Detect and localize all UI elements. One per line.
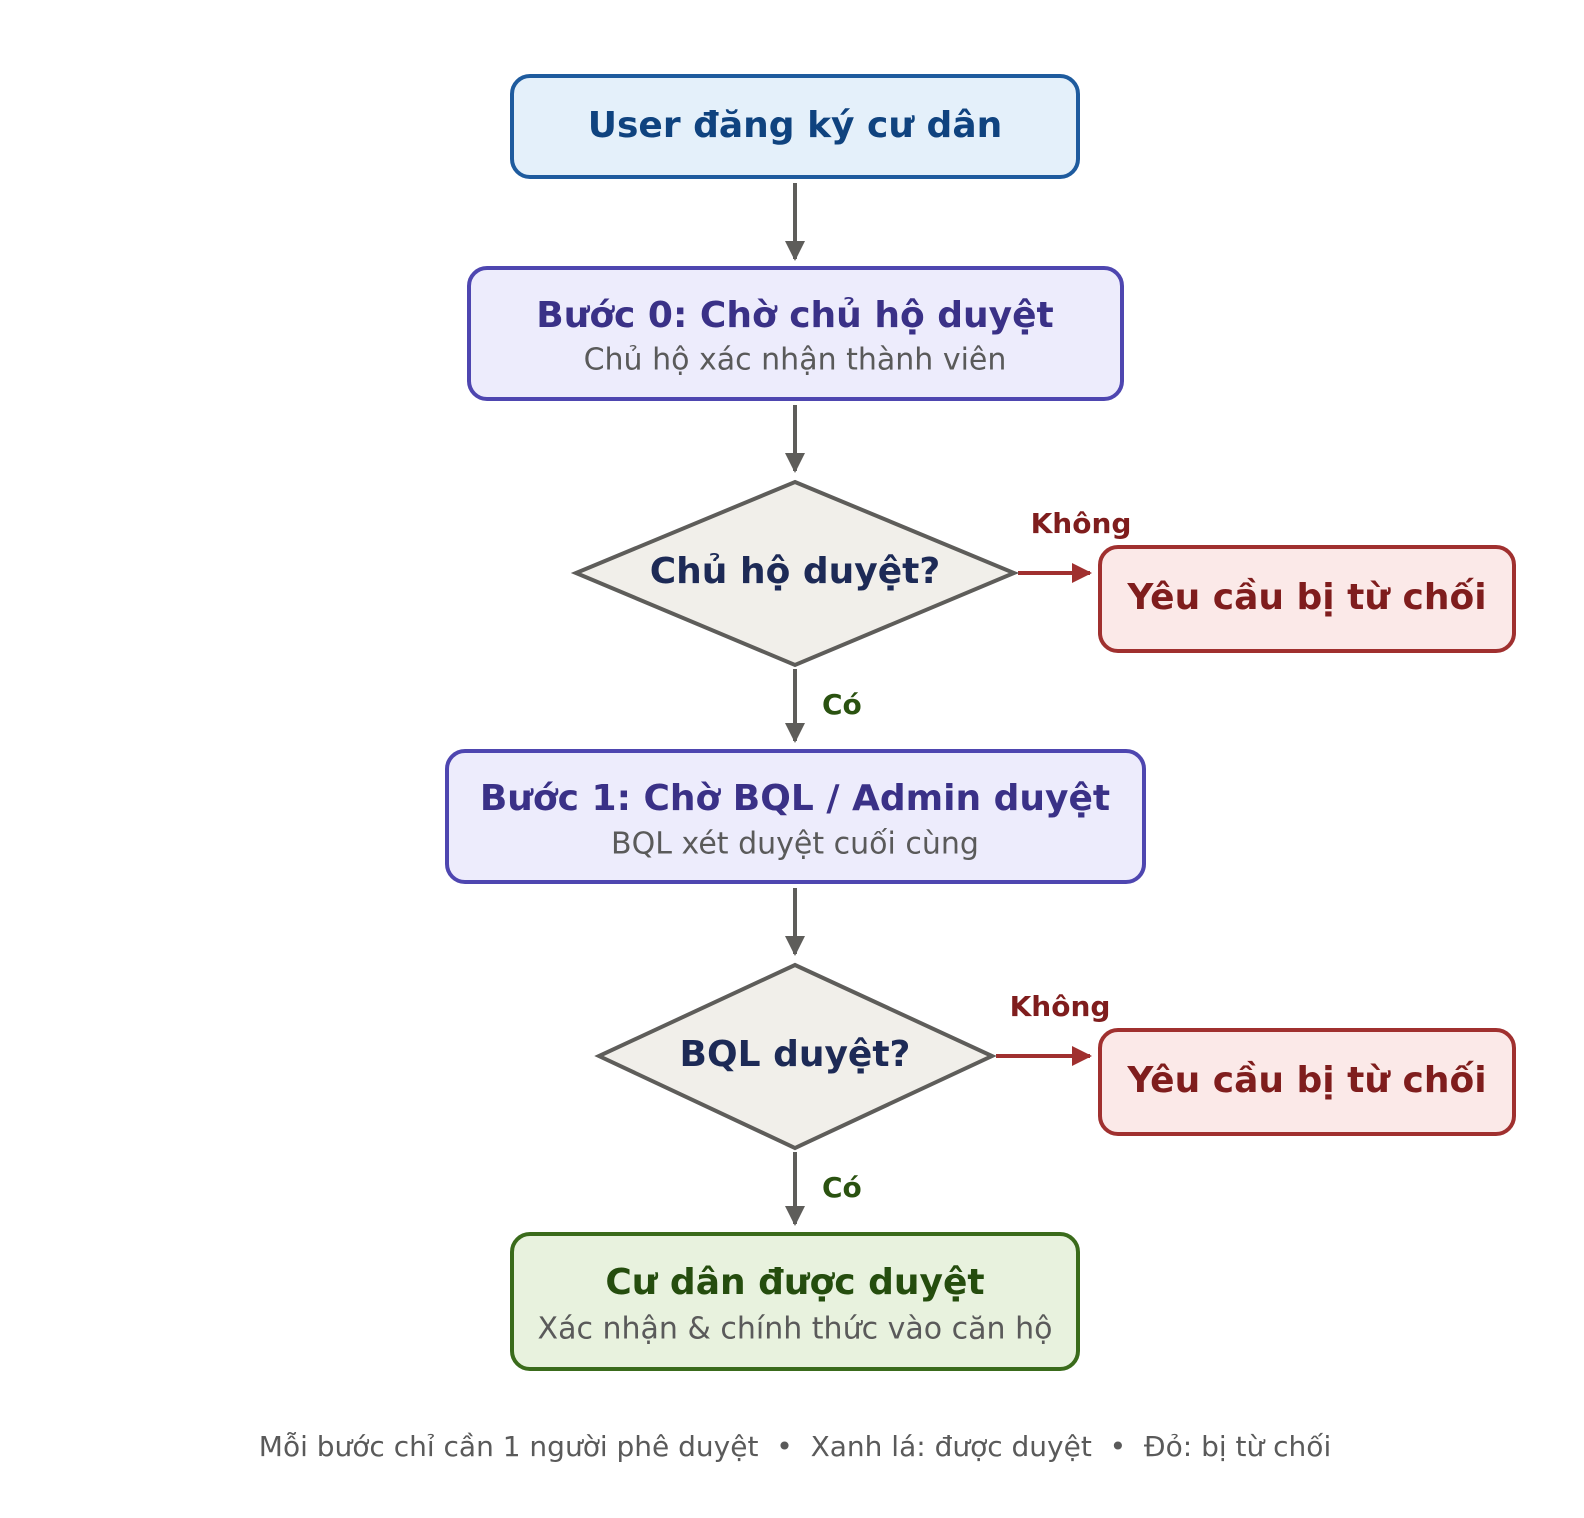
start-node: User đăng ký cư dân xyxy=(510,74,1080,179)
approved-title: Cư dân được duyệt xyxy=(605,1262,984,1303)
step0-title: Bước 0: Chờ chủ hộ duyệt xyxy=(536,295,1053,336)
approved-node: Cư dân được duyệt Xác nhận & chính thức … xyxy=(510,1232,1080,1371)
step0-node: Bước 0: Chờ chủ hộ duyệt Chủ hộ xác nhận… xyxy=(467,266,1124,401)
yes-label-2: Có xyxy=(822,1171,862,1204)
step1-node: Bước 1: Chờ BQL / Admin duyệt BQL xét du… xyxy=(445,749,1146,884)
decision1-node: Chủ hộ duyệt? xyxy=(570,479,1020,668)
step1-title: Bước 1: Chờ BQL / Admin duyệt xyxy=(480,778,1110,819)
no-label-1: Không xyxy=(1031,507,1132,540)
footer-legend: Mỗi bước chỉ cần 1 người phê duyệt • Xan… xyxy=(259,1430,1331,1463)
approved-subtitle: Xác nhận & chính thức vào căn hộ xyxy=(538,1312,1053,1347)
start-node-title: User đăng ký cư dân xyxy=(588,105,1003,146)
decision1-label: Chủ hộ duyệt? xyxy=(650,551,940,592)
yes-label-1: Có xyxy=(822,688,862,721)
reject2-node: Yêu cầu bị từ chối xyxy=(1098,1028,1516,1136)
step1-subtitle: BQL xét duyệt cuối cùng xyxy=(611,827,979,862)
reject1-node: Yêu cầu bị từ chối xyxy=(1098,545,1516,653)
step0-subtitle: Chủ hộ xác nhận thành viên xyxy=(584,343,1007,378)
reject1-title: Yêu cầu bị từ chối xyxy=(1126,577,1486,618)
decision2-label: BQL duyệt? xyxy=(680,1034,911,1075)
no-label-2: Không xyxy=(1010,990,1111,1023)
decision2-node: BQL duyệt? xyxy=(594,962,997,1151)
reject2-title: Yêu cầu bị từ chối xyxy=(1126,1060,1486,1101)
